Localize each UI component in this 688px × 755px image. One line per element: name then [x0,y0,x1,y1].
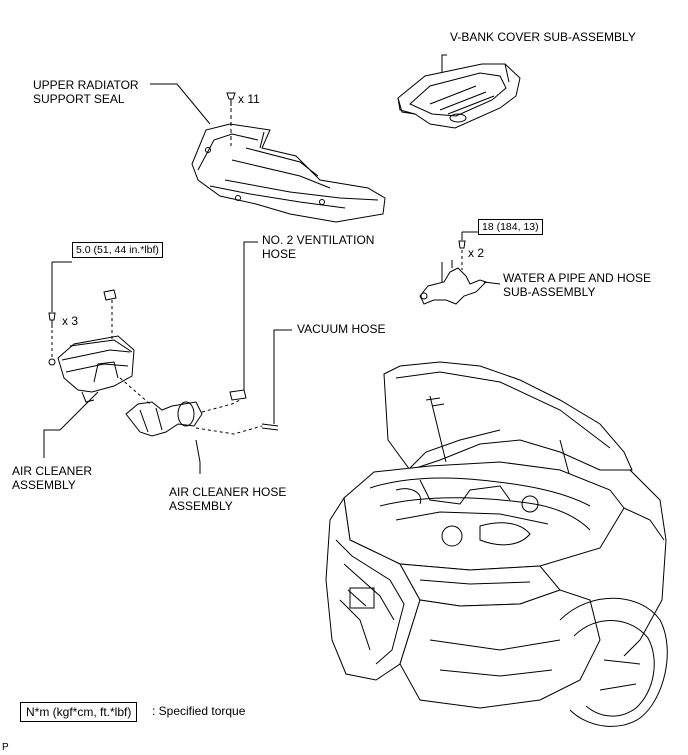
air-cleaner-leader-2 [43,429,60,458]
clip-part [226,92,236,106]
vbank-leader-line [441,54,447,72]
water-pipe-quantity: x 2 [468,246,485,260]
water-pipe-part [419,260,487,305]
upper-radiator-seal-label: UPPER RADIATOR SUPPORT SEAL [33,78,139,106]
vacuum-hose-leader [273,329,292,424]
air-cleaner-torque-box: 5.0 (51, 44 in.*lbf) [72,242,163,258]
air-cleaner-part [48,335,135,403]
torque-legend-description: : Specified torque [152,704,246,718]
air-cleaner-hose-label: AIR CLEANER HOSE ASSEMBLY [169,485,287,513]
air-cleaner-line1: AIR CLEANER [12,464,93,478]
vbank-cover-part [397,63,521,129]
no2-ventilation-line2: HOSE [262,246,297,261]
no2-ventilation-line1: NO. 2 VENTILATION [262,233,375,247]
upper-radiator-seal-line2: SUPPORT SEAL [33,91,125,106]
water-pipe-torque-box: 18 (184, 13) [478,219,543,235]
air-cleaner-line2: ASSEMBLY [12,477,76,492]
radiator-seal-part [191,123,386,223]
no2-ventilation-hose-label: NO. 2 VENTILATION HOSE [262,233,375,261]
torque-unit-legend-box: N*m (kgf*cm, ft.*lbf) [20,702,138,722]
water-pipe-line2: SUB-ASSEMBLY [503,284,596,299]
air-cleaner-bolt-quantity: x 3 [62,314,79,328]
water-pipe-line1: WATER A PIPE AND HOSE [503,271,652,285]
water-pipe-label: WATER A PIPE AND HOSE SUB-ASSEMBLY [503,271,652,299]
hose-leader-1 [195,439,201,463]
water-pipe-leader-line [483,281,501,285]
upper-radiator-seal-line1: UPPER RADIATOR [33,78,139,92]
vacuum-hose-label: VACUUM HOSE [297,322,386,336]
air-cleaner-assembly-label: AIR CLEANER ASSEMBLY [12,464,93,492]
vent-hose-leader [243,241,258,390]
clip-quantity: x 11 [238,92,260,106]
air-cleaner-hose-line1: AIR CLEANER HOSE [169,485,287,499]
figure-code: P [2,742,9,753]
radiator-seal-leader-line [150,83,211,125]
vbank-cover-label: V-BANK COVER SUB-ASSEMBLY [450,30,636,44]
air-cleaner-hose-part [125,401,203,437]
air-cleaner-hose-line2: ASSEMBLY [169,498,233,513]
vehicle-outline [325,361,668,727]
air-cleaner-leader-1 [59,391,99,431]
